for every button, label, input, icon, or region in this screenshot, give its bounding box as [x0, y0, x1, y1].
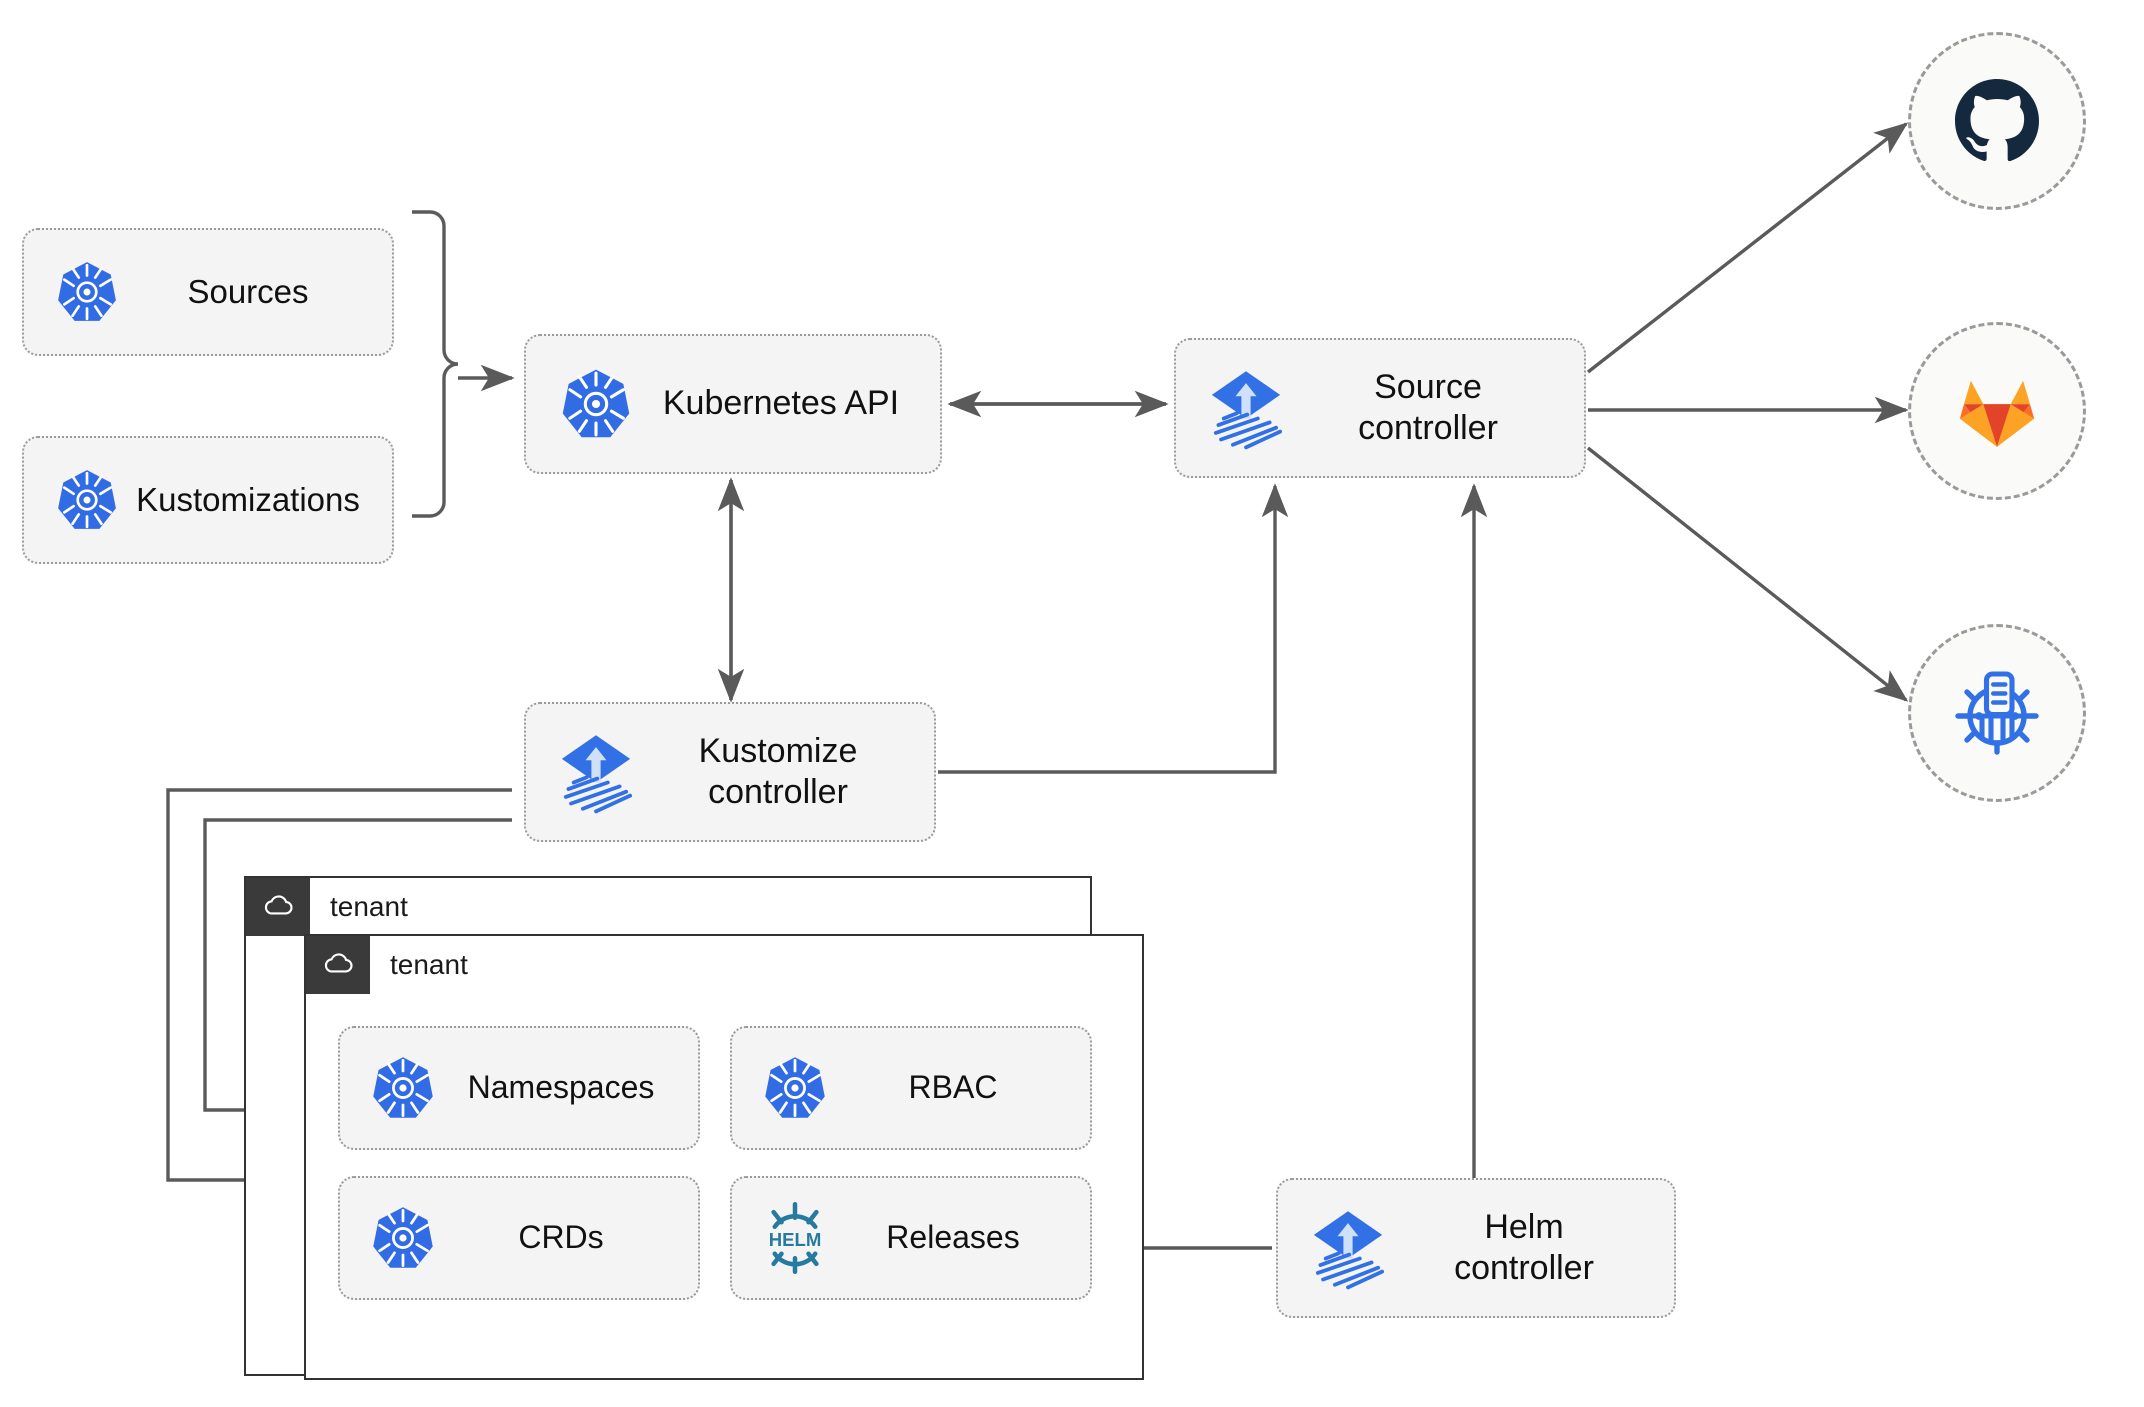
- tenant-label-inner: tenant: [390, 949, 468, 980]
- tenant-tab-outer: [246, 878, 310, 936]
- github-icon: [1955, 79, 2039, 162]
- kubernetes-icon: [366, 1051, 440, 1125]
- card-sources-label: Sources: [187, 272, 309, 310]
- chip-crds-label: CRDs: [518, 1219, 604, 1256]
- card-source-controller[interactable]: Source controller: [1174, 338, 1586, 478]
- kubernetes-icon: [50, 463, 124, 537]
- cloud-icon: [324, 953, 353, 973]
- chip-namespaces[interactable]: Namespaces: [338, 1026, 700, 1150]
- chip-crds[interactable]: CRDs: [338, 1176, 700, 1300]
- gitlab-icon: [1959, 380, 2035, 447]
- flux-icon: [1306, 1206, 1390, 1290]
- card-sources[interactable]: Sources: [22, 228, 394, 356]
- helm-icon: HELM: [758, 1201, 832, 1275]
- kubernetes-icon: [758, 1051, 832, 1125]
- flux-icon: [1204, 366, 1288, 450]
- helm-repository-icon: [1955, 671, 2039, 755]
- chip-namespaces-label: Namespaces: [467, 1069, 655, 1106]
- provider-gitlab[interactable]: [1908, 322, 2086, 500]
- chip-rbac[interactable]: RBAC: [730, 1026, 1092, 1150]
- card-helm-controller-label: Helm controller: [1454, 1207, 1594, 1287]
- tenant-label-outer: tenant: [330, 891, 408, 922]
- card-kubernetes-api-label: Kubernetes API: [662, 384, 900, 423]
- card-kustomize-controller[interactable]: Kustomize controller: [524, 702, 936, 842]
- chip-releases-label: Releases: [886, 1219, 1020, 1256]
- svg-text:HELM: HELM: [769, 1229, 822, 1250]
- wire-source-to-helm-repository: [1586, 446, 1909, 702]
- tenant-panel-inner[interactable]: tenant: [304, 934, 1144, 1380]
- kubernetes-icon: [554, 362, 638, 446]
- card-source-controller-label: Source controller: [1358, 367, 1498, 447]
- chip-releases[interactable]: HELM Releases: [730, 1176, 1092, 1300]
- kubernetes-icon: [366, 1201, 440, 1275]
- cloud-icon: [264, 895, 293, 915]
- kubernetes-icon: [50, 255, 124, 329]
- card-helm-controller[interactable]: Helm controller: [1276, 1178, 1676, 1318]
- tenant-tab-inner: [306, 936, 370, 994]
- card-kustomizations[interactable]: Kustomizations: [22, 436, 394, 564]
- flux-icon: [554, 730, 638, 814]
- wire-source-to-github: [1586, 122, 1909, 374]
- card-kustomizations-label: Kustomizations: [136, 480, 360, 518]
- card-kustomize-controller-label: Kustomize controller: [698, 731, 858, 811]
- card-kubernetes-api[interactable]: Kubernetes API: [524, 334, 942, 474]
- provider-github[interactable]: [1908, 32, 2086, 210]
- chip-rbac-label: RBAC: [908, 1069, 998, 1106]
- provider-helm-repository[interactable]: [1908, 624, 2086, 802]
- group-bracket: [412, 210, 459, 518]
- wire-kustomize-to-source: [938, 483, 1289, 774]
